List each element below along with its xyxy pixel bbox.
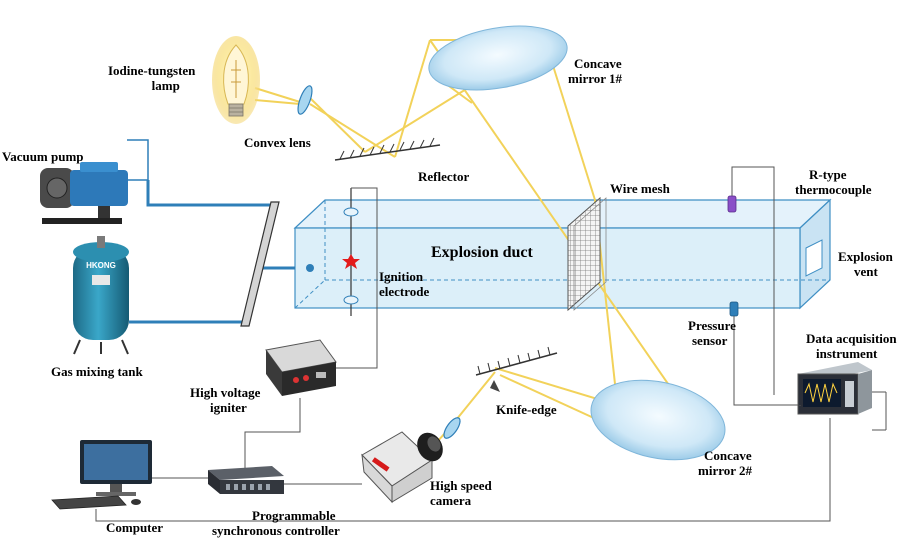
pressure-sensor-icon xyxy=(729,301,800,406)
camera-lens-icon xyxy=(443,417,461,439)
label-computer: Computer xyxy=(106,520,164,535)
label-high-speed-camera: High speed camera xyxy=(430,478,492,508)
gas-tank-icon: HKONG xyxy=(73,236,129,355)
label-explosion-vent: Explosion vent xyxy=(838,249,893,279)
label-convex-lens: Convex lens xyxy=(244,135,311,150)
label-high-voltage-igniter: High voltage igniter xyxy=(190,385,260,415)
label-iodine-lamp: Iodine-tungsten lamp xyxy=(108,63,195,93)
label-reflector: Reflector xyxy=(418,169,470,184)
label-data-acquisition: Data acquisition instrument xyxy=(806,331,897,361)
knife-edge-icon xyxy=(475,346,558,392)
label-controller-line2: synchronous controller xyxy=(212,523,340,538)
label-camera-line1: High speed xyxy=(430,478,492,493)
label-igniter-line2: igniter xyxy=(210,400,247,415)
label-concave-mirror-1-line1: Concave xyxy=(574,56,622,71)
explosion-duct xyxy=(293,198,832,310)
label-concave-mirror-2: Concave mirror 2# xyxy=(690,448,752,478)
label-concave-mirror-2-line2: mirror 2# xyxy=(698,463,753,478)
reflector-icon xyxy=(334,137,441,161)
label-daq-line2: instrument xyxy=(816,346,878,361)
control-wires xyxy=(95,398,831,522)
controller-icon xyxy=(208,466,284,494)
thermocouple-icon xyxy=(727,166,775,395)
label-concave-mirror-1: Concave mirror 1# xyxy=(560,56,622,86)
label-concave-mirror-2-line1: Concave xyxy=(704,448,752,463)
concave-mirror-2 xyxy=(590,379,726,461)
camera-icon xyxy=(361,431,443,504)
label-ignition-line1: Ignition xyxy=(379,269,424,284)
label-ignition-electrode: Ignition electrode xyxy=(379,269,429,299)
label-iodine-lamp-line1: Iodine-tungsten xyxy=(108,63,196,78)
concave-mirror-1 xyxy=(428,25,568,91)
label-daq-line1: Data acquisition xyxy=(806,331,897,346)
label-explosion-duct: Explosion duct xyxy=(431,244,533,261)
label-knife-edge: Knife-edge xyxy=(496,402,557,417)
gas-pipes xyxy=(127,139,295,327)
data-acquisition-icon xyxy=(797,362,887,430)
tank-brand-text: HKONG xyxy=(86,261,116,270)
computer-icon xyxy=(51,440,152,510)
label-programmable-controller: Programmable synchronous controller xyxy=(212,508,340,538)
label-controller-line1: Programmable xyxy=(252,508,336,523)
label-thermocouple-line2: thermocouple xyxy=(795,182,872,197)
explosion-vent xyxy=(805,239,823,277)
label-explosion-vent-line2: vent xyxy=(854,264,878,279)
label-r-type-thermocouple: R-type thermocouple xyxy=(795,167,872,197)
label-thermocouple-line1: R-type xyxy=(809,167,847,182)
igniter-icon xyxy=(265,339,337,396)
lamp-icon xyxy=(212,36,260,124)
label-camera-line2: camera xyxy=(430,493,472,508)
label-explosion-vent-line1: Explosion xyxy=(838,249,893,264)
vacuum-pump-icon xyxy=(40,162,128,224)
label-pressure-line1: Pressure xyxy=(688,318,736,333)
label-wire-mesh: Wire mesh xyxy=(610,181,670,196)
label-ignition-line2: electrode xyxy=(379,284,430,299)
label-gas-mixing-tank: Gas mixing tank xyxy=(51,364,143,379)
label-concave-mirror-1-line2: mirror 1# xyxy=(568,71,623,86)
wire-mesh xyxy=(567,196,607,312)
label-igniter-line1: High voltage xyxy=(190,385,261,400)
label-iodine-lamp-line2: lamp xyxy=(151,78,180,93)
label-pressure-line2: sensor xyxy=(692,333,728,348)
convex-lens-icon xyxy=(297,85,313,115)
label-pressure-sensor: Pressure sensor xyxy=(688,318,736,348)
label-vacuum-pump: Vacuum pump xyxy=(2,149,84,164)
ignition-electrode-icon xyxy=(330,187,378,369)
